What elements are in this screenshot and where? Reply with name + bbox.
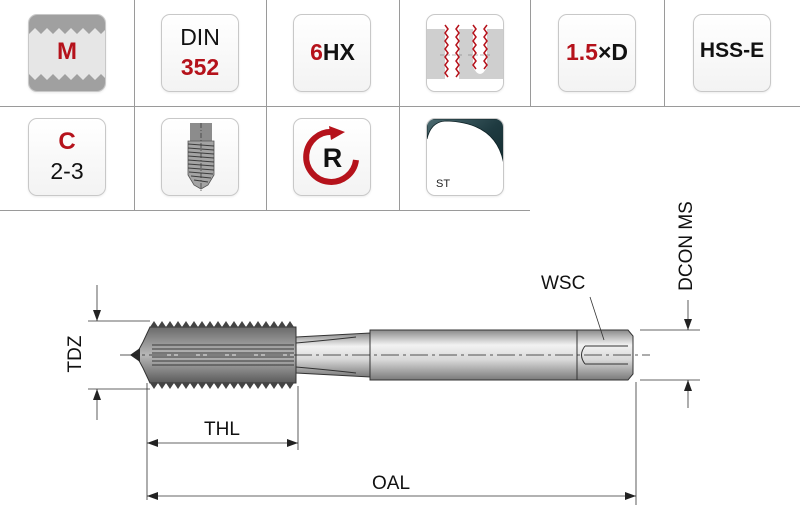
cell-rotation: R (266, 106, 399, 210)
thread-flute-lines (152, 344, 294, 366)
label-oal: OAL (372, 473, 411, 494)
depth-ratio: 1.5×D (530, 39, 664, 66)
grid-divider (0, 106, 800, 107)
thread-crest-top (150, 321, 294, 327)
flute-edge (295, 336, 357, 344)
coating-code: ST (436, 178, 451, 190)
tolerance-prefix: 6 (310, 39, 323, 65)
material-label: HSS-E (699, 39, 765, 62)
cell-depth: 1.5×D (530, 0, 664, 106)
thread-hole-icon (426, 14, 504, 92)
grid-divider (0, 210, 530, 211)
cell-thread-type: M (0, 0, 134, 106)
grid-divider (530, 0, 531, 106)
tap-square-end (576, 329, 634, 381)
material-tile (693, 14, 771, 92)
grid-divider (266, 0, 267, 210)
depth-tile (558, 14, 636, 92)
label-dcon: DCON MS (676, 201, 697, 291)
cell-material: HSS-E (664, 0, 800, 106)
tolerance-tile (293, 14, 371, 92)
grid-divider (664, 0, 665, 106)
standard-number: 352 (180, 54, 220, 80)
cell-tolerance: 6HX (266, 0, 399, 106)
cell-standard: DIN 352 (134, 0, 266, 106)
thread-profile-icon (28, 14, 106, 92)
standard-name: DIN (180, 24, 220, 50)
thread-crest-bottom (150, 383, 294, 389)
flute-edge (295, 366, 357, 374)
coating-swatch-icon (426, 118, 504, 196)
chamfer-form-letter: C (58, 128, 76, 155)
thread-type-label: M (57, 38, 77, 65)
depth-value: 1.5 (565, 39, 598, 65)
cell-coating: ST (399, 106, 530, 210)
label-thl: THL (204, 419, 240, 440)
right-hand-rotation-icon (303, 126, 359, 185)
wsc-leader (589, 296, 605, 341)
cell-chamfer-icon (134, 106, 266, 210)
tolerance-class: 6HX (266, 39, 399, 66)
standard-tile (161, 14, 239, 92)
chamfer-threads: 2-3 (50, 158, 84, 184)
depth-suffix: ×D (597, 39, 629, 65)
label-wsc: WSC (541, 273, 586, 294)
grid-divider (399, 0, 400, 210)
rotation-letter: R (322, 143, 343, 173)
grid-divider (134, 0, 135, 210)
tap-chamfer-icon (161, 118, 239, 196)
cell-hole-type (399, 0, 530, 106)
tolerance-suffix: HX (322, 39, 355, 65)
cell-chamfer-form: C 2-3 (0, 106, 134, 210)
label-tdz: TDZ (65, 335, 86, 373)
chamfer-form-tile (28, 118, 106, 196)
